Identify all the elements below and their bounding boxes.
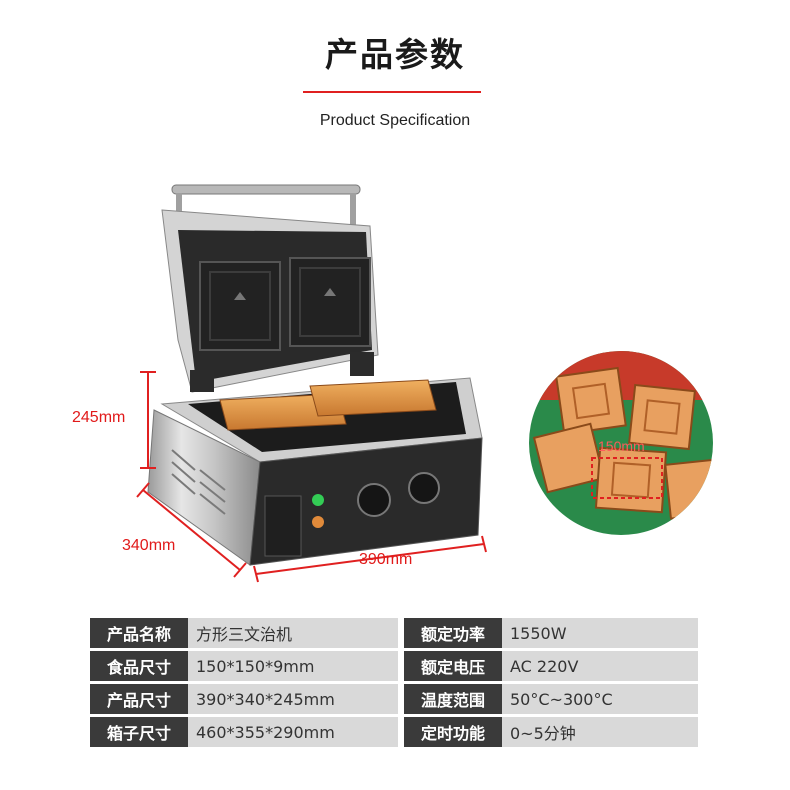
table-row: 产品尺寸 390*340*245mm 温度范围 50°C~300°C	[90, 684, 698, 714]
spec-value: AC 220V	[502, 651, 698, 681]
width-dimension-label: 390mm	[359, 551, 413, 568]
spec-value: 460*355*290mm	[188, 717, 398, 747]
spec-value: 1550W	[502, 618, 698, 648]
toast-right	[309, 379, 437, 417]
title-divider	[303, 91, 481, 93]
depth-dimension-label: 340mm	[122, 537, 176, 554]
width-dimension-line	[255, 543, 485, 575]
spec-value: 方形三文治机	[188, 618, 398, 648]
spec-label: 食品尺寸	[90, 651, 188, 681]
hinge-right	[350, 352, 374, 376]
hinge-left	[190, 370, 214, 392]
spec-value: 150*150*9mm	[188, 651, 398, 681]
upper-mold-left	[199, 261, 281, 351]
power-light	[312, 494, 324, 506]
height-dimension-label: 245mm	[72, 409, 126, 426]
spec-label: 箱子尺寸	[90, 717, 188, 747]
food-size-label: 150mm	[598, 438, 645, 454]
page-title: 产品参数	[325, 35, 465, 74]
handle-bar	[171, 184, 361, 195]
spec-label: 产品名称	[90, 618, 188, 648]
page-subtitle: Product Specification	[319, 112, 471, 129]
spec-value: 390*340*245mm	[188, 684, 398, 714]
spec-value: 0~5分钟	[502, 717, 698, 747]
depth-dimension-line	[142, 489, 241, 571]
spec-label: 定时功能	[404, 717, 502, 747]
table-row: 箱子尺寸 460*355*290mm 定时功能 0~5分钟	[90, 717, 698, 747]
spec-value: 50°C~300°C	[502, 684, 698, 714]
spec-label: 额定电压	[404, 651, 502, 681]
upper-mold-right	[289, 257, 371, 347]
table-row: 产品名称 方形三文治机 额定功率 1550W	[90, 618, 698, 648]
sandwich-maker-image	[136, 184, 487, 583]
spec-table: 产品名称 方形三文治机 额定功率 1550W 食品尺寸 150*150*9mm …	[90, 615, 698, 750]
temperature-knob	[357, 483, 391, 517]
timer-knob	[408, 472, 440, 504]
table-row: 食品尺寸 150*150*9mm 额定电压 AC 220V	[90, 651, 698, 681]
spec-label: 温度范围	[404, 684, 502, 714]
spec-label: 产品尺寸	[90, 684, 188, 714]
spec-label: 额定功率	[404, 618, 502, 648]
heat-light	[312, 516, 324, 528]
sandwich-food-image	[529, 351, 713, 535]
